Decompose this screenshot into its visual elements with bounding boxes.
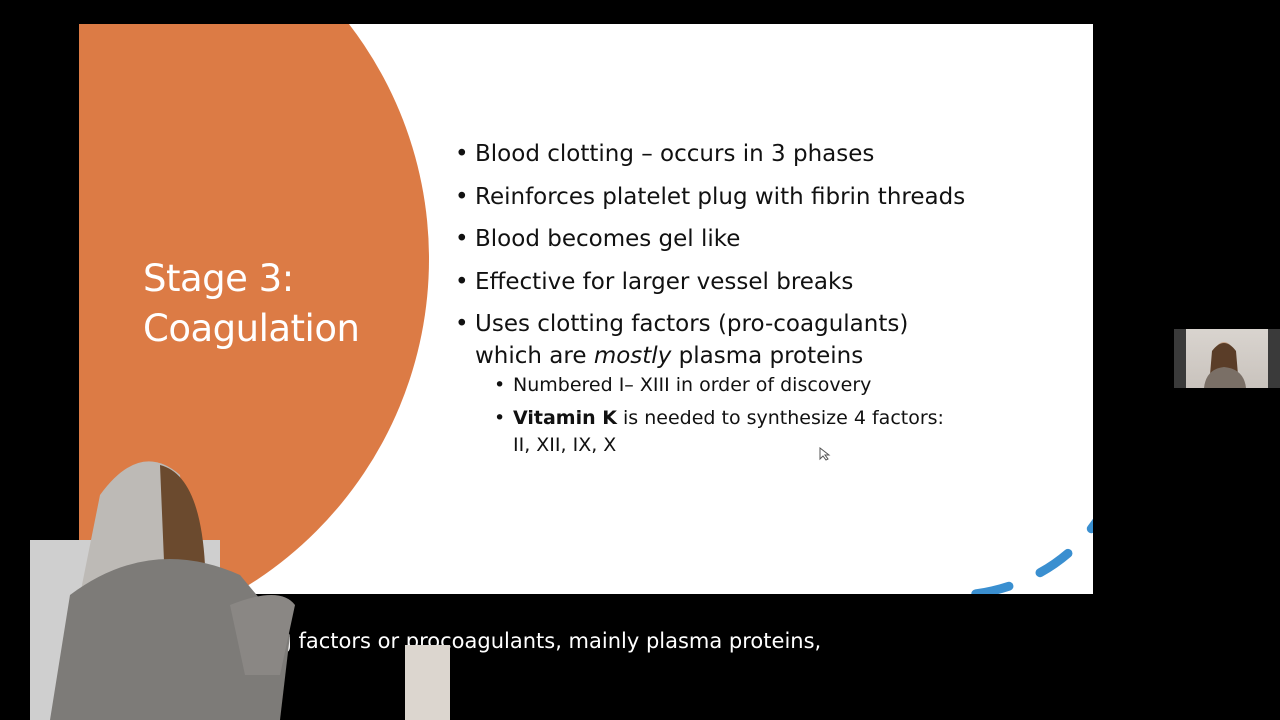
dashed-arc-decoration bbox=[944, 518, 1093, 594]
bullet-item: Effective for larger vessel breaks bbox=[455, 266, 1075, 298]
webcam-video bbox=[1186, 329, 1268, 388]
bullet-text-line-1: Uses clotting factors (pro-coagulants) bbox=[475, 311, 909, 337]
bullet-text: Blood clotting – occurs in 3 phases bbox=[475, 141, 875, 167]
presenter-video-thumbnail-icon bbox=[1204, 342, 1246, 388]
bullet-list: Blood clotting – occurs in 3 phases Rein… bbox=[455, 138, 1075, 459]
bullet-text-emphasis: mostly bbox=[593, 343, 672, 369]
bullet-item: Uses clotting factors (pro-coagulants) w… bbox=[455, 308, 1075, 372]
bullet-text: Effective for larger vessel breaks bbox=[475, 268, 854, 295]
bullet-item: Reinforces platelet plug with fibrin thr… bbox=[455, 181, 1075, 213]
webcam-thumbnail[interactable] bbox=[1174, 329, 1280, 388]
bullet-text: Reinforces platelet plug with fibrin thr… bbox=[475, 183, 966, 210]
presenter-overlay-image bbox=[30, 461, 450, 720]
bullet-text: Blood becomes gel like bbox=[475, 226, 741, 252]
sub-bullet-text: is needed to synthesize 4 factors: bbox=[616, 407, 944, 429]
slide-title: Stage 3: Coagulation bbox=[143, 254, 360, 354]
bullet-item: Blood becomes gel like bbox=[455, 223, 1075, 255]
subtitle-caption: otting factors or procoagulants, mainly … bbox=[230, 629, 822, 653]
slide-title-line-1: Stage 3: bbox=[143, 257, 294, 300]
slide-title-line-2: Coagulation bbox=[143, 307, 360, 350]
bullet-text-pre: which are bbox=[475, 343, 594, 369]
presentation-slide: Stage 3: Coagulation Blood clotting – oc… bbox=[79, 24, 1093, 594]
sub-bullet-bold: Vitamin K bbox=[513, 407, 617, 429]
bullet-text-post: plasma proteins bbox=[671, 343, 864, 369]
sub-bullet-text: Numbered I– XIII in order of discovery bbox=[513, 374, 872, 396]
bullet-item: Blood clotting – occurs in 3 phases bbox=[455, 138, 1075, 170]
sub-bullet-text-line-2: II, XII, IX, X bbox=[513, 434, 617, 456]
sub-bullet-item: Vitamin K is needed to synthesize 4 fact… bbox=[455, 405, 1075, 459]
mouse-cursor-icon bbox=[819, 447, 831, 461]
bullet-text-line-2: which are mostly plasma proteins bbox=[475, 340, 1075, 372]
sub-bullet-item: Numbered I– XIII in order of discovery bbox=[455, 372, 1075, 399]
